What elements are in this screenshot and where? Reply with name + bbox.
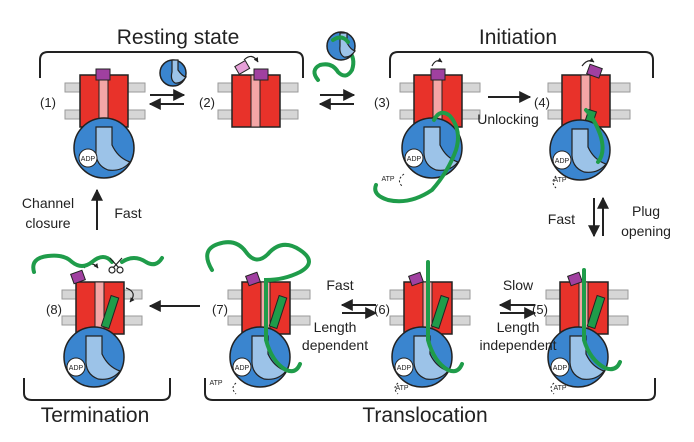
plug [586, 63, 603, 79]
unlocking-transition: Unlocking [477, 91, 539, 127]
length-independent-transition: Slow Length independent [479, 277, 556, 353]
translocation-title: Translocation [362, 404, 487, 427]
equilibrium-arrow-2-3 [318, 89, 356, 110]
translocation-bracket [204, 378, 656, 401]
plug [245, 271, 261, 287]
svg-text:ADP: ADP [553, 365, 568, 372]
plug-opening-transition: Fast Plug opening [548, 196, 671, 239]
length-dependent-transition: Fast Length dependent [302, 277, 378, 353]
length-dependent-label-1: Length [314, 319, 357, 335]
plug [70, 269, 86, 285]
svg-text:ATP: ATP [553, 385, 566, 392]
termination-bracket [23, 378, 171, 401]
initiation-title: Initiation [479, 26, 557, 49]
unlocking-label: Unlocking [477, 111, 538, 127]
complex-state-7: ADP ATP (7) [205, 240, 311, 395]
slow-label: Slow [503, 277, 534, 293]
length-independent-label-1: Length [497, 319, 540, 335]
channel-closure-label-2: closure [25, 215, 70, 231]
resting-state-group: Resting state [39, 26, 304, 78]
svg-text:ATP: ATP [209, 380, 222, 387]
svg-text:ADP: ADP [407, 156, 422, 163]
initiation-bracket [389, 51, 654, 78]
complex-state-4: ADP ATP (4) [534, 57, 631, 189]
complex-state-6: ADP ATP (6) [374, 260, 471, 395]
scissors-icon [108, 257, 124, 274]
motor-with-substrate [312, 31, 357, 82]
resting-state-title: Resting state [117, 26, 240, 49]
svg-text:ATP: ATP [553, 177, 566, 184]
complex-state-2: (2) [199, 55, 299, 128]
state-label-8: (8) [46, 302, 62, 317]
complex-state-1: ADP (1) [40, 68, 146, 179]
adp-label: ADP [81, 156, 96, 163]
state-label-4: (4) [534, 95, 550, 110]
channel-closure-transition: Channel closure Fast [22, 188, 142, 231]
complex-state-5: ADP ATP (5) [532, 268, 629, 395]
equilibrium-arrow-1-2 [148, 89, 186, 110]
svg-text:ADP: ADP [555, 158, 570, 165]
length-dependent-label-2: dependent [302, 337, 368, 353]
plug-opening-label-2: opening [621, 223, 671, 239]
complex-state-8: ADP (8) [31, 253, 164, 388]
complex-state-3: ADP ATP (3) [373, 57, 481, 204]
state-label-1: (1) [40, 95, 56, 110]
plug [430, 68, 446, 81]
termination-group: Termination [23, 378, 171, 427]
svg-text:ADP: ADP [69, 365, 84, 372]
state-label-6: (6) [374, 302, 390, 317]
channel-closure-label-1: Channel [22, 195, 74, 211]
svg-text:ATP: ATP [395, 385, 408, 392]
fast-label-closure: Fast [114, 205, 141, 221]
termination-title: Termination [41, 404, 150, 427]
fast-label-plug: Fast [548, 211, 575, 227]
plug [95, 68, 111, 81]
svg-text:ADP: ADP [235, 365, 250, 372]
translocation-group: Translocation [204, 378, 656, 427]
svg-text:ADP: ADP [397, 365, 412, 372]
resting-state-bracket [39, 51, 304, 78]
state-label-2: (2) [199, 95, 215, 110]
plug [253, 68, 269, 81]
state-label-7: (7) [212, 302, 228, 317]
plug [408, 271, 424, 287]
plug-opening-label-1: Plug [632, 203, 660, 219]
state-label-3: (3) [374, 95, 390, 110]
free-motor-domain [159, 59, 188, 87]
length-independent-label-2: independent [479, 337, 556, 353]
initiation-group: Initiation [389, 26, 654, 78]
atp-label: ATP [381, 176, 394, 183]
plug [567, 271, 583, 287]
fast-label-length: Fast [326, 277, 353, 293]
